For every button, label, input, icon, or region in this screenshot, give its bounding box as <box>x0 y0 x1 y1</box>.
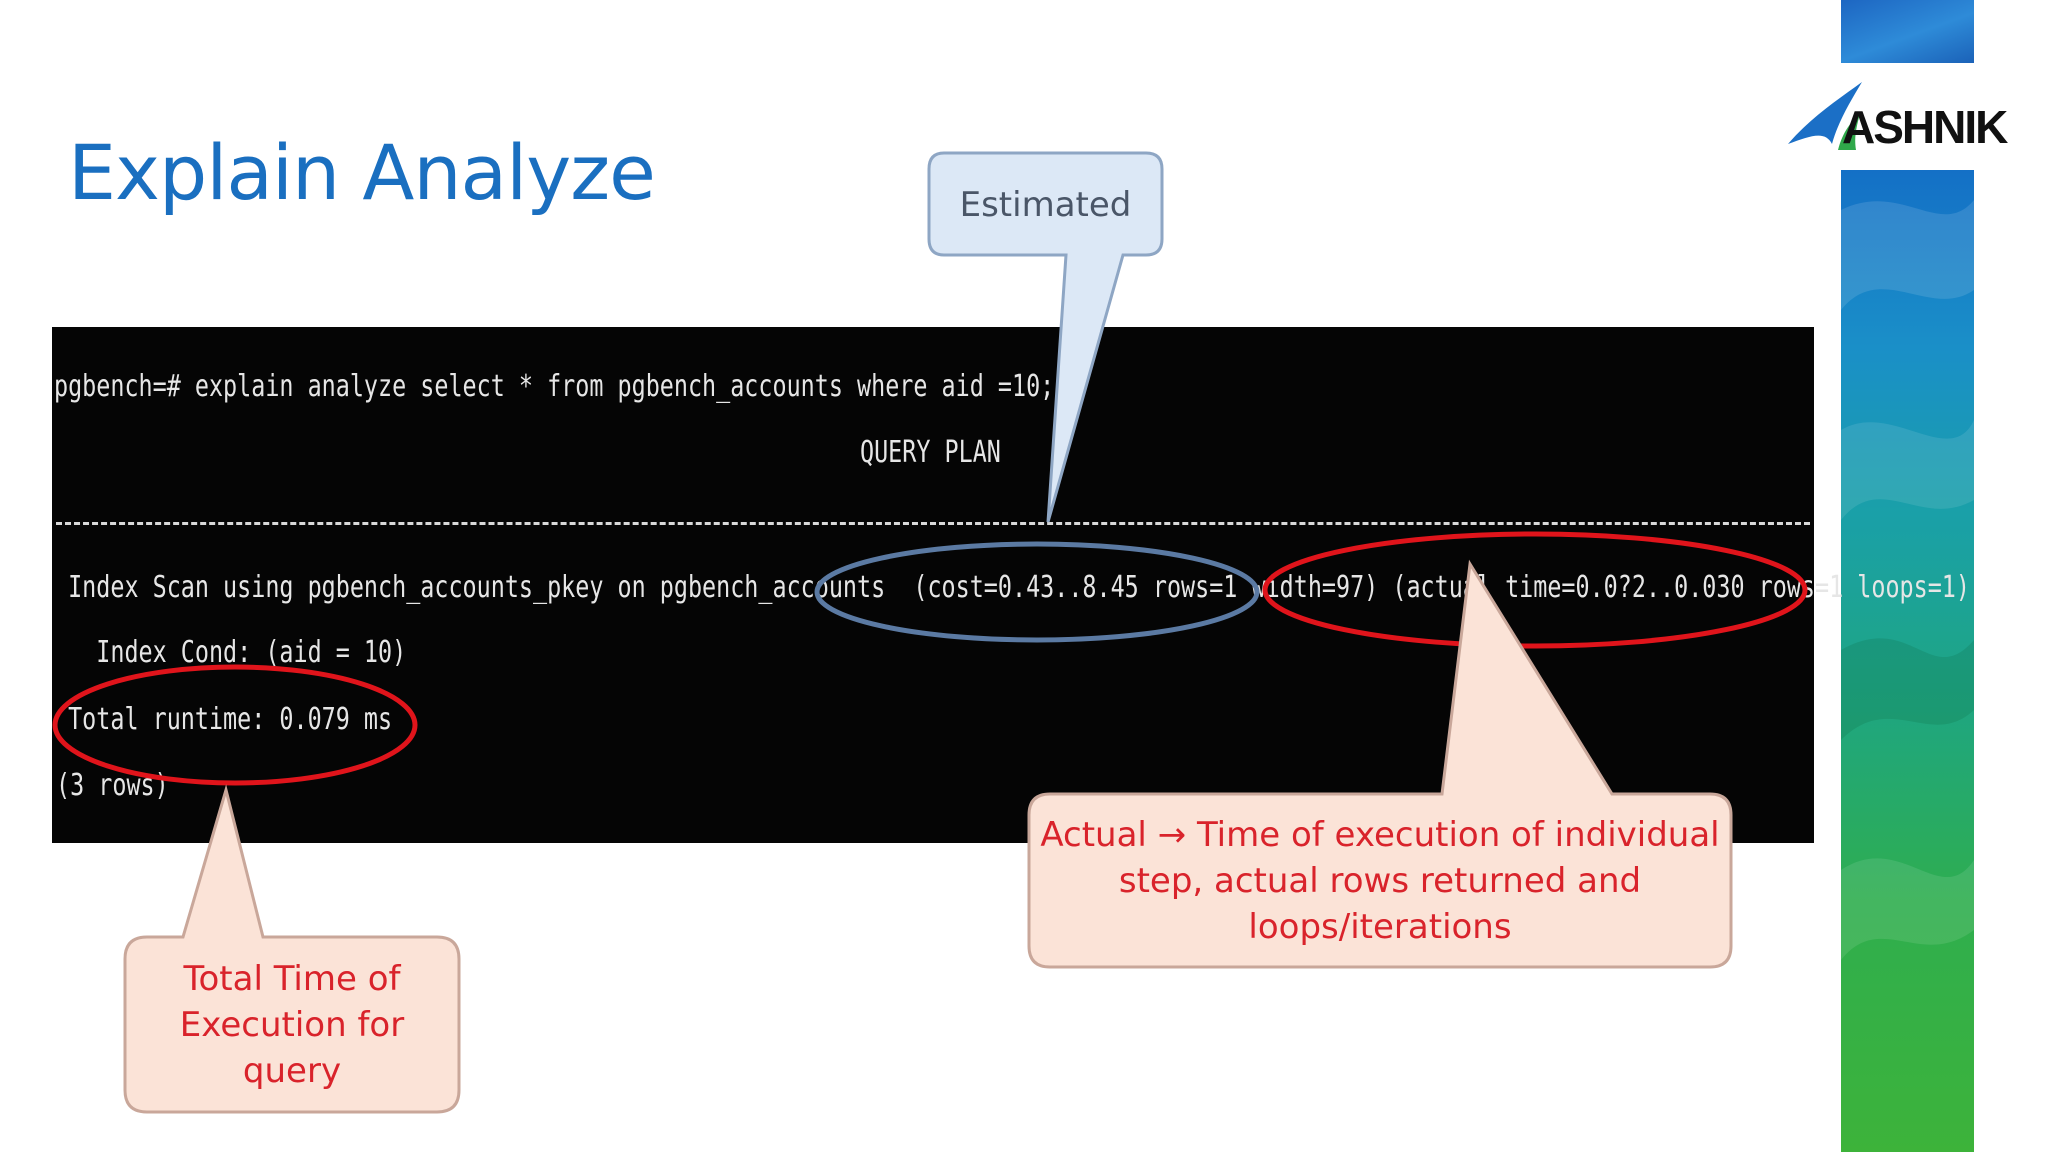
estimated-callout-label: Estimated <box>959 185 1132 225</box>
actual-callout-line-2: step, actual rows returned and <box>1118 861 1642 901</box>
terminal-command-line: pgbench=# explain analyze select * from … <box>54 369 1055 404</box>
decorative-strip-top <box>1841 0 1974 63</box>
wave-pattern <box>1841 200 1974 960</box>
terminal-separator <box>56 522 1810 525</box>
logo-swoosh-icon <box>1788 82 1862 150</box>
terminal-query-plan-header: QUERY PLAN <box>860 435 1001 470</box>
actual-callout-line-3: loops/iterations <box>1248 907 1512 947</box>
terminal-index-cond: Index Cond: (aid = 10) <box>54 635 407 670</box>
decorative-strip <box>1841 170 1974 1152</box>
actual-callout-line-1: Actual → Time of execution of individual <box>1040 815 1720 855</box>
logo-wordmark: ASHNIK <box>1842 101 2008 153</box>
total-callout-line-2: Execution for <box>179 1005 405 1045</box>
total-callout-line-1: Total Time of <box>183 959 401 999</box>
terminal-total-runtime: Total runtime: 0.079 ms <box>54 702 393 737</box>
terminal-plan-row: Index Scan using pgbench_accounts_pkey o… <box>54 570 1970 605</box>
terminal-output: pgbench=# explain analyze select * from … <box>52 327 1970 843</box>
terminal-row-count: (3 rows) <box>56 768 169 803</box>
total-callout-line-3: query <box>242 1051 342 1091</box>
total-callout-text: Total Time of Execution for query <box>125 956 459 1094</box>
slide-title: Explain Analyze <box>68 128 656 217</box>
actual-callout-text: Actual → Time of execution of individual… <box>1029 812 1731 950</box>
